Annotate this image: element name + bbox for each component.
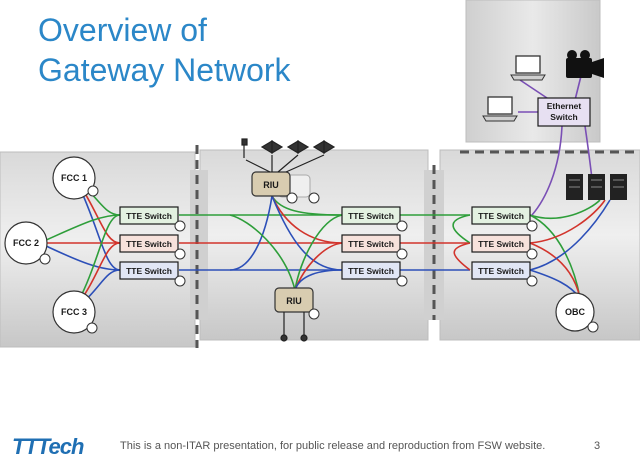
clock-icon	[39, 253, 51, 265]
valve-icon	[286, 139, 310, 155]
fcc2-link	[43, 244, 121, 271]
ethernet-switch-label-1: Ethernet	[547, 101, 582, 111]
tte-switch-label: TTE Switch	[348, 266, 394, 276]
sensor-icon	[241, 138, 248, 146]
fcc3-link	[77, 214, 121, 303]
fcc3-label: FCC 3	[61, 307, 87, 317]
tte-switch-label: TTE Switch	[478, 211, 524, 221]
clock-icon	[86, 322, 98, 334]
riu-bottom-box	[274, 287, 314, 313]
title-line-1: Overview of	[38, 12, 207, 48]
equipment-link	[453, 242, 471, 271]
camera-icon	[566, 50, 604, 78]
fcc2-link	[43, 214, 121, 242]
ethernet-link	[531, 125, 563, 216]
clock-icon	[174, 248, 186, 260]
tte-switch-label: TTE Switch	[348, 211, 394, 221]
riu-units: RIU RIU	[251, 171, 314, 313]
equipment-link	[529, 199, 606, 244]
ethernet-switch-box	[537, 97, 591, 127]
ethernet-equipment: Ethernet Switch	[482, 50, 604, 127]
equipment-link	[452, 214, 471, 244]
riu-top-link	[271, 195, 343, 216]
clock-icon	[174, 275, 186, 287]
tte-switch-box	[471, 261, 531, 280]
clock-icon	[526, 220, 538, 232]
tte-switch-label: TTE Switch	[478, 266, 524, 276]
riu-top-link	[271, 195, 343, 271]
laptop-icon	[482, 96, 518, 122]
clock-icon	[396, 275, 408, 287]
title-line-2: Gateway Network	[38, 52, 291, 88]
riu-bottom-link	[229, 214, 296, 291]
valve-icon	[260, 139, 284, 155]
laptop-icon	[510, 55, 546, 81]
slide-title: Overview of Gateway Network	[38, 10, 291, 90]
clock-icon	[286, 192, 298, 204]
network-lines	[43, 71, 611, 307]
clock-icon	[587, 321, 599, 333]
riu-bottom-label: RIU	[286, 296, 302, 306]
fcc1-label: FCC 1	[61, 173, 87, 183]
tte-switch-label: TTE Switch	[478, 239, 524, 249]
clock-icon	[396, 220, 408, 232]
sensor-icon	[280, 334, 288, 342]
clock-icon	[526, 275, 538, 287]
tte-switch-box	[471, 206, 531, 225]
equipment-link	[529, 199, 601, 220]
sensor-wire	[245, 154, 325, 173]
clock-icon	[87, 185, 99, 197]
fcc1-node	[52, 156, 96, 200]
sensor-icon	[300, 334, 308, 342]
tte-switch-box	[471, 234, 531, 253]
ethernet-switch-label-2: Switch	[550, 112, 577, 122]
tte-switch-box	[119, 234, 179, 253]
sensor-wire	[283, 312, 305, 336]
tte-switch-box	[119, 206, 179, 225]
clock-icon	[526, 248, 538, 260]
riu-bottom-link	[294, 214, 343, 291]
station-modules	[0, 0, 640, 348]
clock-icon	[308, 308, 320, 320]
sensor-valve-group	[241, 138, 336, 342]
equipment-link	[529, 199, 611, 271]
tte-switch-box	[341, 234, 401, 253]
page-number: 3	[594, 440, 601, 452]
fcc2-node	[4, 221, 48, 265]
tte-switch-box	[119, 261, 179, 280]
tte-switch-box	[341, 206, 401, 225]
clock-icon	[308, 192, 320, 204]
riu-top-link	[229, 195, 273, 271]
clock-icon	[396, 248, 408, 260]
fcc3-node	[52, 290, 96, 334]
computer-nodes: FCC 1 FCC 2 FCC 3 OBC	[4, 156, 595, 334]
obc-label: OBC	[565, 307, 586, 317]
obc-link	[529, 242, 581, 299]
equipment-racks	[566, 174, 627, 200]
tte-switch-label: TTE Switch	[126, 266, 172, 276]
valve-icon	[312, 139, 336, 155]
tte-switch-label: TTE Switch	[126, 211, 172, 221]
tttech-logo: TTTech	[12, 434, 84, 459]
ethernet-link	[519, 79, 551, 101]
tte-switch-box	[341, 261, 401, 280]
tte-switch-label: TTE Switch	[126, 239, 172, 249]
riu-top-label: RIU	[263, 180, 279, 190]
tte-switch-label: TTE Switch	[348, 239, 394, 249]
clock-icon	[174, 220, 186, 232]
fcc2-label: FCC 2	[13, 238, 39, 248]
module-connector	[190, 170, 208, 320]
tte-switches: TTE Switch TTE Switch TTE Switch TTE Swi…	[119, 206, 531, 280]
footer-disclaimer: This is a non-ITAR presentation, for pub…	[120, 440, 546, 452]
obc-node	[555, 292, 595, 332]
riu-bottom-link	[294, 269, 343, 291]
riu-top-box	[251, 171, 291, 197]
clock-icons	[39, 185, 599, 334]
